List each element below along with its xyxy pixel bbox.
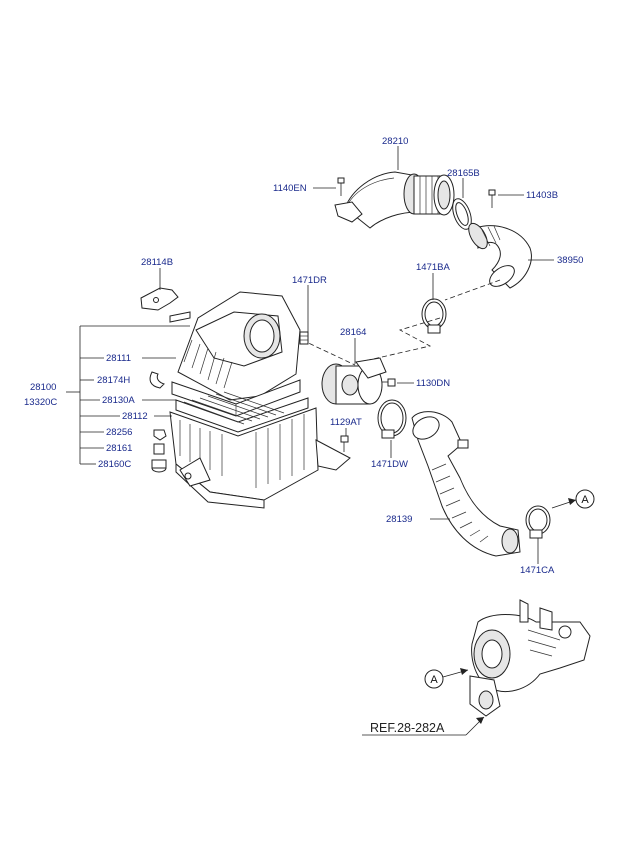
label-28100: 28100: [30, 382, 56, 393]
bolt-1140EN: [337, 177, 345, 196]
callout-a-lower-text: A: [430, 674, 438, 686]
screw-1471DR: [299, 331, 309, 345]
bolt-11403B: [488, 189, 496, 208]
callout-a-lower: A: [424, 668, 469, 689]
grommet-28160C: [151, 459, 167, 473]
label-11403B: 11403B: [526, 190, 558, 201]
label-1471BA: 1471BA: [416, 262, 450, 273]
clamp-1471DW: [377, 399, 407, 439]
label-28165B: 28165B: [447, 168, 480, 179]
bolt-1130DN: [382, 378, 396, 387]
label-28114B: 28114B: [141, 257, 173, 268]
leader-lines: [66, 146, 554, 564]
air-cleaner-cover-28111: [171, 291, 301, 417]
label-28111: 28111: [106, 353, 131, 364]
reference-callout: REF.28-282A: [362, 716, 485, 736]
hose-38950: [468, 222, 532, 289]
label-1471CA: 1471CA: [520, 565, 555, 576]
label-1140EN: 1140EN: [273, 183, 307, 194]
part-labels: 28210 1140EN 28165B 11403B 38950 28114B …: [24, 136, 583, 576]
label-28164: 28164: [340, 327, 366, 338]
bolt-1129AT: [340, 435, 349, 452]
air-flow-sensor-28164: [321, 357, 387, 405]
reference-label: REF.28-282A: [370, 721, 445, 735]
label-1130DN: 1130DN: [416, 378, 450, 389]
intake-hose-28210: [334, 171, 455, 229]
label-28139: 28139: [386, 514, 412, 525]
label-28210: 28210: [382, 136, 408, 147]
label-38950: 38950: [557, 255, 583, 266]
nut-28256: [153, 429, 167, 441]
label-28174H: 28174H: [97, 375, 130, 386]
hose-28139: [411, 411, 521, 557]
callout-a-upper-text: A: [581, 494, 589, 506]
bracket-28114B: [140, 287, 191, 323]
label-13320C: 13320C: [24, 397, 57, 408]
label-28112: 28112: [122, 411, 148, 422]
label-28161: 28161: [106, 443, 132, 454]
clip-28174H: [149, 371, 165, 389]
label-1129AT: 1129AT: [330, 417, 362, 428]
label-28160C: 28160C: [98, 459, 131, 470]
air-cleaner-body-28112: [169, 407, 351, 509]
callout-a-upper: A: [551, 489, 595, 509]
label-1471DW: 1471DW: [371, 459, 408, 470]
gasket-28165B: [452, 198, 472, 230]
clamp-1471CA: [525, 505, 551, 539]
label-28130A: 28130A: [102, 395, 135, 406]
label-1471DR: 1471DR: [292, 275, 327, 286]
clamp-1471BA: [421, 298, 447, 334]
filter-element-28130A: [175, 391, 309, 433]
turbocharger-ref: [469, 599, 591, 717]
bushing-28161: [153, 443, 165, 455]
label-28256: 28256: [106, 427, 132, 438]
